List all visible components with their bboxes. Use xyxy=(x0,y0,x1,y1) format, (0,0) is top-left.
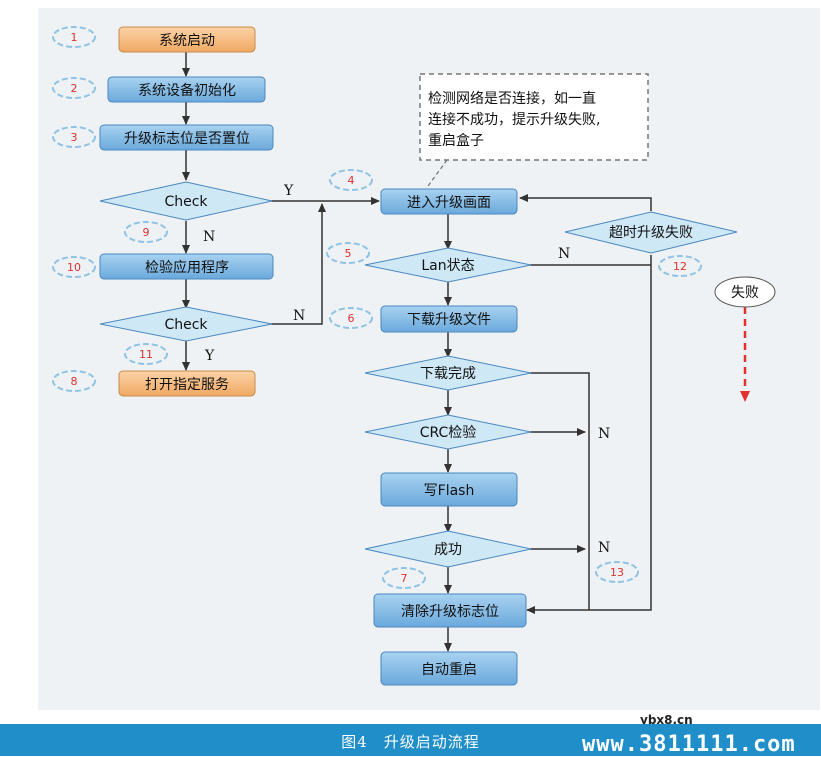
edge-label-check1-no: N xyxy=(203,229,215,245)
auto-reboot-box xyxy=(380,651,518,686)
edge-label-crc-no: N xyxy=(598,426,610,442)
success-label: 成功 xyxy=(434,542,462,558)
timeout-fail-label: 超时升级失败 xyxy=(609,225,693,241)
step-number: 13 xyxy=(610,566,624,579)
step-number: 7 xyxy=(401,572,408,585)
step-badge xyxy=(329,307,373,329)
enter-ui-box xyxy=(380,188,518,215)
clear-flag-label: 清除升级标志位 xyxy=(401,604,499,620)
step-number: 3 xyxy=(71,131,78,144)
write-flash-box xyxy=(380,472,518,507)
note-line-2: 连接不成功，提示升级失败, xyxy=(428,111,600,128)
check1-label: Check xyxy=(164,194,208,210)
flowchart-canvas: 系统启动 系统设备初始化 升级标志位是否置位 Check 检验应用程序 Chec… xyxy=(38,8,820,710)
step-badge xyxy=(382,567,426,589)
edge-label-check2-yes: Y xyxy=(204,348,215,364)
step-badge xyxy=(658,255,702,277)
verify-app-box xyxy=(99,253,274,280)
flag-check-label: 升级标志位是否置位 xyxy=(124,131,250,147)
step-number: 1 xyxy=(71,31,78,44)
step-number: 10 xyxy=(67,261,81,274)
step-number: 8 xyxy=(71,375,78,388)
step-number: 6 xyxy=(348,312,355,325)
auto-reboot-label: 自动重启 xyxy=(421,662,477,678)
step-number: 5 xyxy=(345,247,352,260)
note-pointer xyxy=(427,159,448,187)
crc-check-label: CRC检验 xyxy=(420,425,477,441)
edge-label-lan-no: N xyxy=(558,246,570,262)
step-badge xyxy=(595,561,639,583)
step-badge xyxy=(52,26,96,48)
verify-app-label: 检验应用程序 xyxy=(145,259,229,276)
crc-check-diamond xyxy=(364,414,532,450)
success-diamond xyxy=(364,530,532,568)
fail-label: 失败 xyxy=(731,285,759,301)
check2-label: Check xyxy=(164,317,208,333)
step-number: 2 xyxy=(71,82,78,95)
note-line-3: 重启盒子 xyxy=(428,132,484,149)
watermark-top: ybx8.cn xyxy=(640,713,693,727)
lan-state-diamond xyxy=(364,247,532,283)
step-number: 4 xyxy=(348,174,355,187)
note-box xyxy=(419,73,649,161)
step-badge xyxy=(329,169,373,191)
check1-diamond xyxy=(99,181,273,221)
step-badge xyxy=(124,343,168,365)
clear-flag-box xyxy=(373,593,527,628)
watermark-url: www.3811111.com xyxy=(582,732,796,757)
edge-label-success-no: N xyxy=(598,540,610,556)
step-badge xyxy=(326,242,370,264)
open-service-label: 打开指定服务 xyxy=(145,376,229,393)
connectors xyxy=(182,52,652,652)
step-number: 11 xyxy=(139,348,153,361)
download-done-diamond xyxy=(364,355,532,391)
start-box xyxy=(118,26,256,53)
step-badge xyxy=(52,256,96,278)
download-file-box xyxy=(380,305,518,333)
step-badge xyxy=(124,221,168,243)
write-flash-label: 写Flash xyxy=(424,483,475,499)
figure-caption: 图4 升级启动流程 xyxy=(341,733,480,751)
step-badge xyxy=(52,370,96,392)
lan-state-label: Lan状态 xyxy=(421,258,474,274)
step-badge xyxy=(52,77,96,99)
init-box xyxy=(107,76,266,103)
enter-ui-label: 进入升级画面 xyxy=(407,195,491,211)
init-label: 系统设备初始化 xyxy=(138,82,236,99)
step-number: 12 xyxy=(673,260,687,273)
flag-check-box xyxy=(99,124,274,151)
edge-label-check1-yes: Y xyxy=(283,183,294,199)
step-number: 9 xyxy=(143,226,150,239)
caption-band xyxy=(0,724,821,756)
step-badge xyxy=(52,126,96,148)
open-service-box xyxy=(118,370,256,397)
note-line-1: 检测网络是否连接，如一直 xyxy=(428,90,596,107)
download-done-label: 下载完成 xyxy=(420,366,476,382)
download-file-label: 下载升级文件 xyxy=(407,312,491,328)
start-label: 系统启动 xyxy=(159,33,215,49)
check2-diamond xyxy=(99,306,273,342)
timeout-fail-diamond xyxy=(564,211,738,254)
fail-oval xyxy=(714,276,776,308)
edge-label-check2-no: N xyxy=(293,308,305,324)
